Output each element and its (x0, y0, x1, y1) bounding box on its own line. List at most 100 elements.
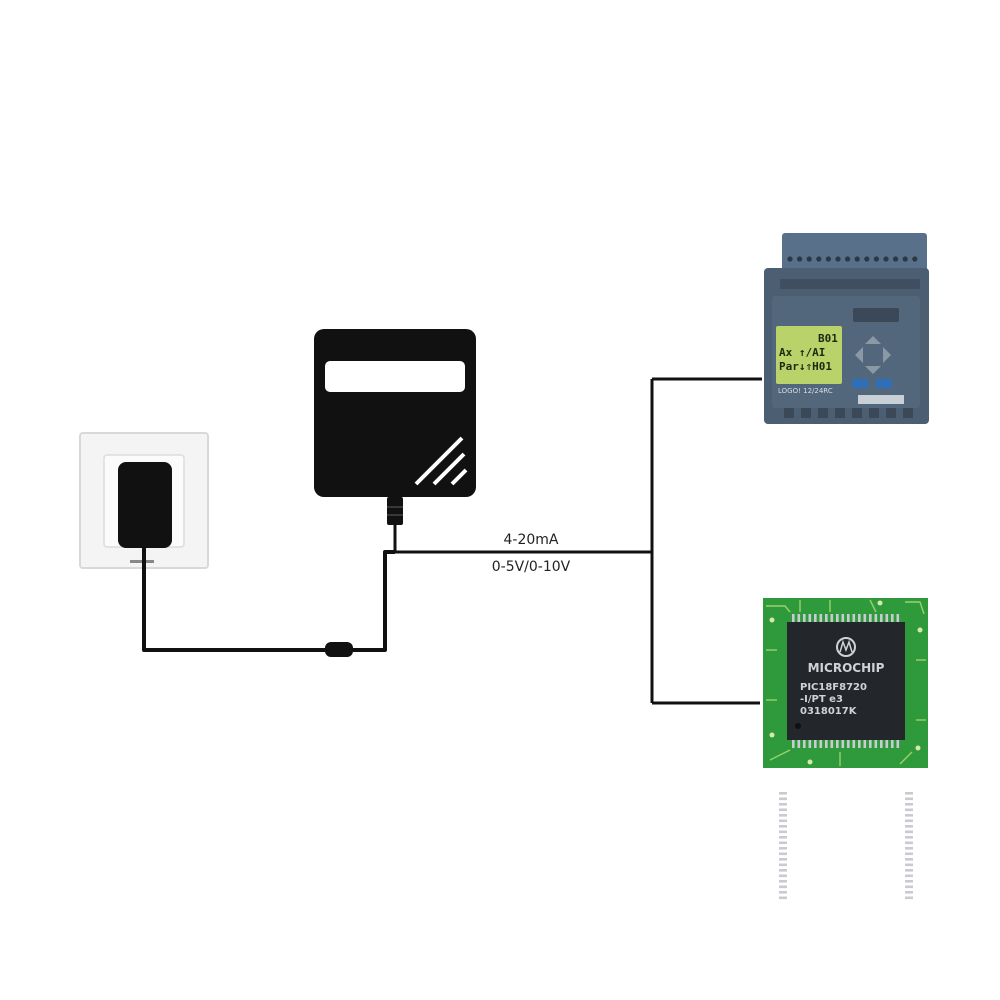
voltage-signal-label: 0-5V/0-10V (492, 559, 571, 575)
chip-pin (779, 869, 787, 872)
chip-pin (874, 614, 878, 622)
plc-terminal-strip-bottom (784, 408, 913, 418)
chip-pin (896, 614, 900, 622)
pcb-trace (899, 751, 913, 765)
chip-pin (825, 614, 828, 622)
chip-pin (779, 841, 787, 845)
chip-pin (880, 740, 883, 748)
pcb-via (915, 745, 921, 751)
chip-pin (858, 740, 861, 748)
chip-pin (814, 614, 817, 622)
pcb-via (769, 617, 775, 623)
microcontroller-board: MICROCHIP PIC18F8720 -I/PT e3 0318017K (763, 598, 928, 900)
chip-pin (905, 858, 913, 861)
chip-pin (905, 830, 913, 834)
chip-pin (779, 819, 787, 823)
chip-pin (905, 874, 913, 878)
chip-pin (830, 614, 834, 622)
chip-pin (869, 740, 872, 748)
chip-pin (779, 830, 787, 834)
chip-pin (836, 740, 839, 748)
pcb-via (807, 759, 813, 765)
chip-part-line-1: PIC18F8720 (800, 682, 867, 693)
chip-pin (779, 808, 787, 812)
terminal-screw (816, 256, 822, 262)
chip-pin (880, 614, 883, 622)
plc-cursor-keys (855, 336, 891, 374)
chip-pin (803, 740, 806, 748)
chip-pin (869, 614, 872, 622)
pcb-traces (766, 599, 926, 766)
terminal-screw (825, 256, 832, 262)
chip-pin (863, 614, 867, 622)
terminal-slot (869, 408, 879, 418)
chip-pin (852, 614, 856, 622)
chip-pin (792, 740, 795, 748)
terminal-slot (801, 408, 811, 418)
pcb-via (769, 732, 775, 738)
signal-wire (393, 377, 762, 705)
chip-pin (797, 740, 801, 748)
plc-esc-key (852, 379, 868, 388)
chip-pin (779, 885, 787, 889)
chip-pin (836, 614, 839, 622)
chip-part-line-3: 0318017K (800, 706, 858, 717)
chip-pin (852, 740, 856, 748)
chip-pin (779, 797, 787, 801)
cable-connector (325, 642, 353, 657)
chip-pin (847, 614, 850, 622)
chip-pin (905, 863, 913, 867)
device-display-window (325, 361, 465, 392)
terminal-slot (818, 408, 828, 418)
terminal-screw (912, 256, 918, 262)
chip-pin (779, 836, 787, 839)
chip-pin (779, 814, 787, 817)
chip-part-line-2: -I/PT e3 (800, 694, 843, 705)
terminal-screw (806, 256, 812, 262)
microchip-logo (836, 637, 856, 657)
chip-pin (779, 880, 787, 883)
pcb-trace (905, 601, 925, 615)
chip-pin (779, 891, 787, 894)
chip-pin (905, 808, 913, 812)
chip-pin (797, 614, 801, 622)
chip-pin (779, 863, 787, 867)
chip-pin (779, 825, 787, 828)
chip-pin (779, 847, 787, 850)
chip-pin (905, 841, 913, 845)
chip-pin (874, 740, 878, 748)
chip-pin (779, 858, 787, 861)
terminal-slot (852, 408, 862, 418)
chip-pins (779, 614, 913, 900)
chip-pin (779, 803, 787, 806)
chip-pin (905, 896, 913, 900)
plc-model-label: LOGO! 12/24RC (778, 387, 833, 395)
terminal-screw (797, 256, 803, 262)
chip-pin (905, 847, 913, 850)
chip-pin (905, 797, 913, 801)
chip-pin (905, 819, 913, 823)
terminal-slot (886, 408, 896, 418)
chip-pin1-dot (795, 723, 801, 729)
terminal-screw (864, 256, 870, 262)
chip-pin (779, 896, 787, 900)
plc-lcd-screen (776, 326, 842, 384)
terminal-slot (835, 408, 845, 418)
microcontroller-chip (787, 622, 905, 740)
chip-pin (905, 792, 913, 795)
chip-pin (905, 814, 913, 817)
power-plug (118, 462, 172, 548)
chip-brand-label: MICROCHIP (808, 661, 885, 675)
chip-pin (885, 740, 889, 748)
terminal-screw (787, 256, 793, 262)
chip-pin (905, 880, 913, 883)
chip-pin (779, 874, 787, 878)
chip-pin (808, 614, 812, 622)
chip-pin (863, 740, 867, 748)
transmitter-device (314, 329, 476, 525)
chip-pin (858, 614, 861, 622)
pcb-via (917, 627, 923, 633)
chip-pin (847, 740, 850, 748)
chip-pin (819, 740, 823, 748)
